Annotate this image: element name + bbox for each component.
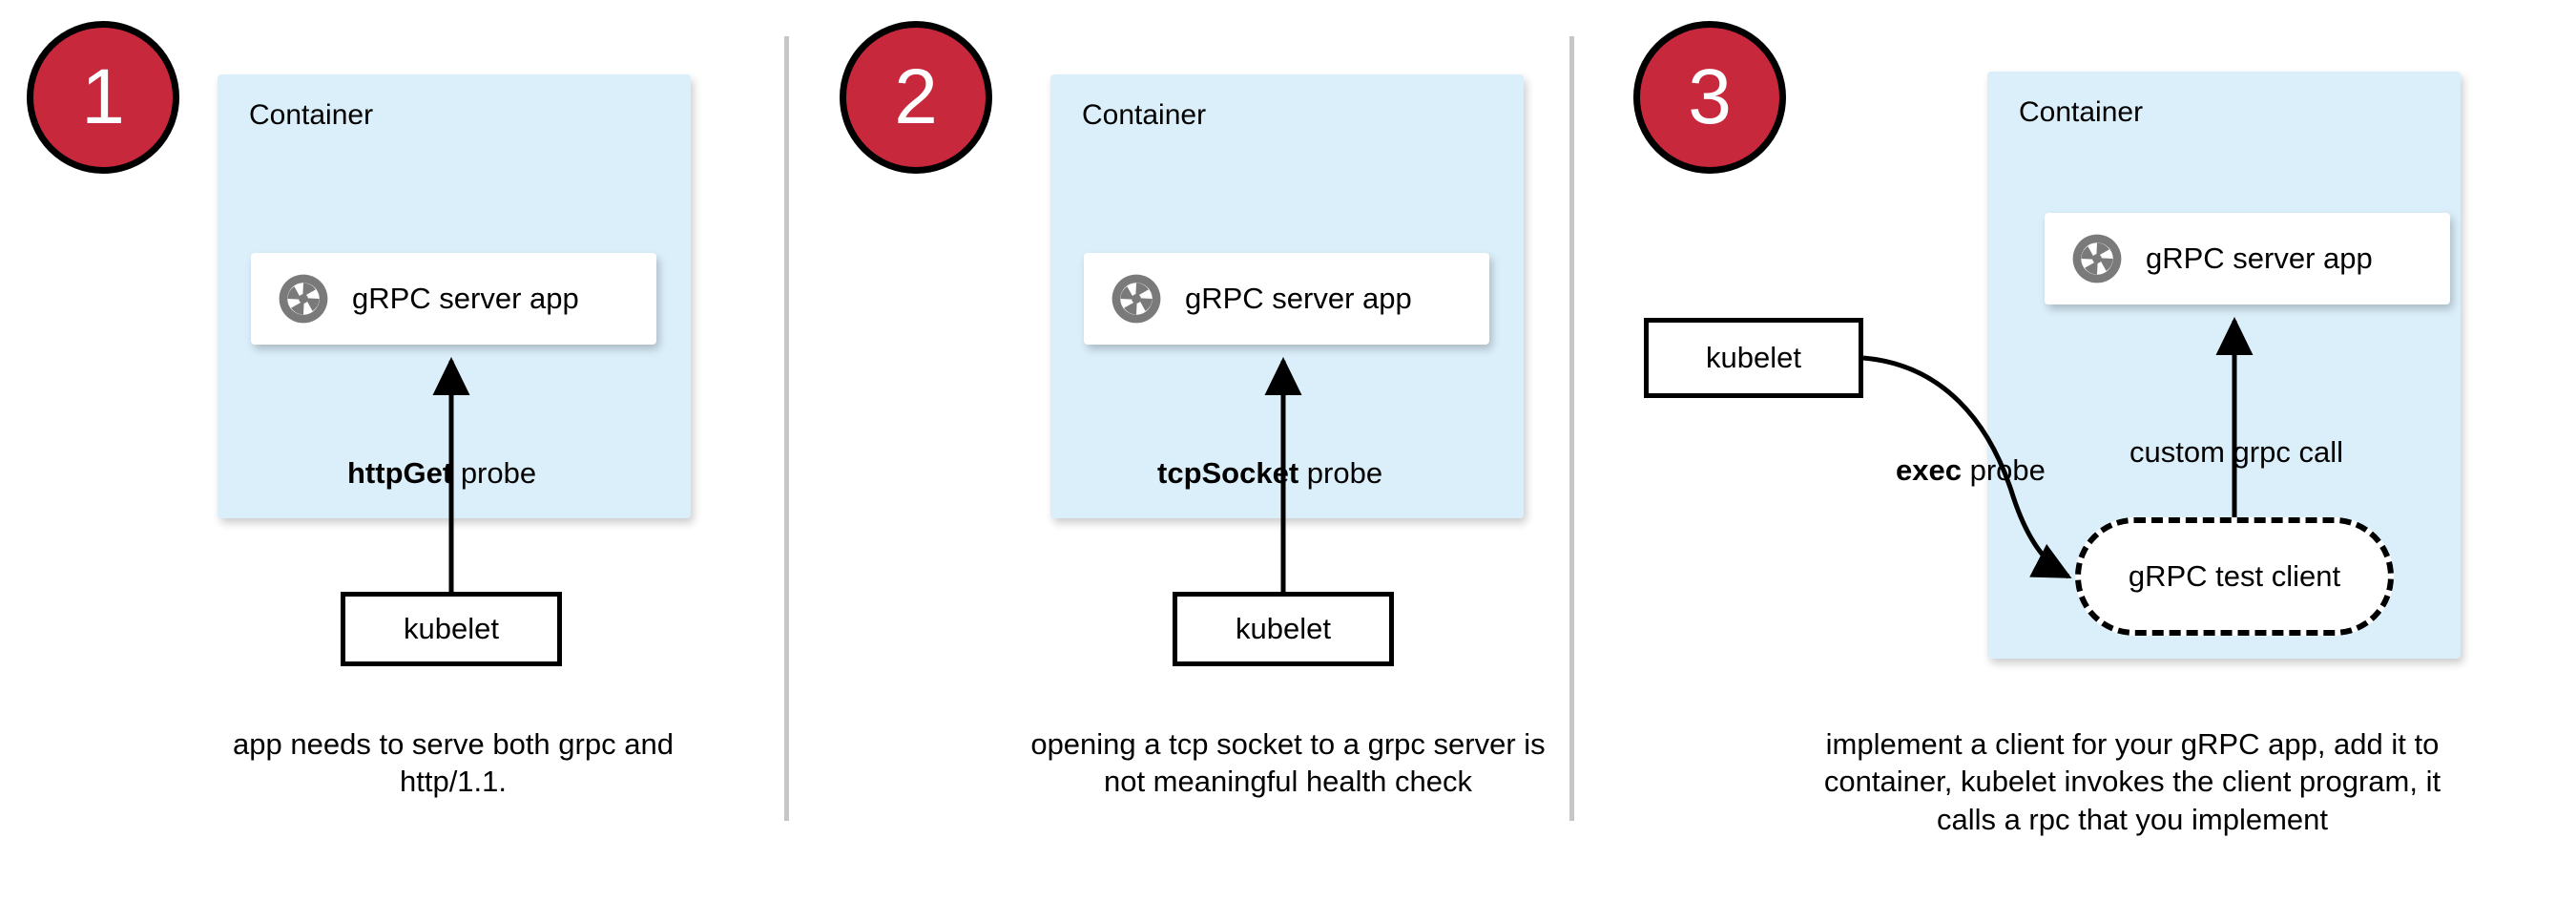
app-card-label: gRPC server app: [1185, 282, 1412, 315]
container-label: Container: [2019, 96, 2144, 128]
grpc-aperture-icon: [2072, 234, 2122, 283]
kubelet-box-3: kubelet: [1644, 318, 1863, 398]
app-card-label: gRPC server app: [2146, 241, 2373, 275]
step-badge-1: 1: [27, 21, 179, 174]
probe-label-3: exec probe: [1896, 453, 2046, 488]
probe-label-1: httpGet probe: [347, 456, 536, 491]
grpc-aperture-icon: [1111, 274, 1161, 324]
test-client-label: gRPC test client: [2128, 559, 2341, 593]
probe-label-bold: httpGet: [347, 456, 453, 490]
probe-label-rest: probe: [1961, 453, 2046, 487]
panel-caption-2: opening a tcp socket to a grpc server is…: [1030, 727, 1546, 799]
panel-divider-2: [1569, 36, 1574, 821]
probe-label-rest: probe: [1298, 456, 1383, 490]
kubelet-box-1: kubelet: [341, 592, 562, 666]
kubelet-box-2: kubelet: [1173, 592, 1394, 666]
custom-grpc-call-label: custom grpc call: [2129, 435, 2343, 469]
probe-label-rest: probe: [452, 456, 537, 490]
step-badge-2: 2: [840, 21, 992, 174]
probe-label-bold: exec: [1896, 453, 1962, 487]
panel-caption-1: app needs to serve both grpc and http/1.…: [233, 727, 674, 799]
kubelet-label: kubelet: [1236, 612, 1331, 645]
container-label: Container: [1082, 99, 1207, 131]
panel-divider-1: [784, 36, 789, 821]
grpc-server-app-card-2: gRPC server app: [1084, 253, 1489, 345]
grpc-server-app-card-1: gRPC server app: [251, 253, 656, 345]
kubelet-label: kubelet: [1706, 341, 1801, 374]
container-label: Container: [249, 99, 374, 131]
step-badge-number: 1: [81, 53, 125, 140]
step-badge-3: 3: [1633, 21, 1786, 174]
step-badge-number: 3: [1688, 53, 1732, 140]
grpc-test-client-node: gRPC test client: [2075, 517, 2394, 636]
grpc-server-app-card-3: gRPC server app: [2045, 213, 2450, 304]
step-badge-number: 2: [894, 53, 938, 140]
grpc-aperture-icon: [279, 274, 328, 324]
probe-label-bold: tcpSocket: [1157, 456, 1299, 490]
kubelet-label: kubelet: [404, 612, 499, 645]
panel-caption-3: implement a client for your gRPC app, ad…: [1823, 727, 2441, 836]
probe-label-2: tcpSocket probe: [1157, 456, 1382, 491]
app-card-label: gRPC server app: [352, 282, 579, 315]
